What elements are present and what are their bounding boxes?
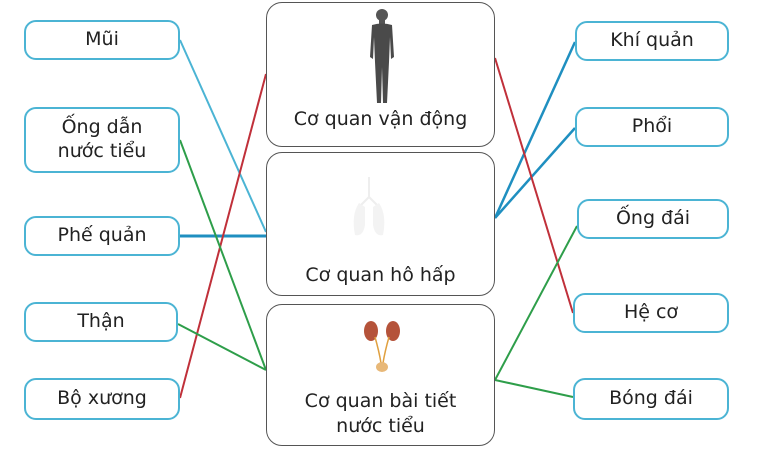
respiratory-organ-box: Cơ quan hô hấp: [266, 152, 495, 296]
human-body-icon: [370, 9, 394, 103]
respiratory-organ-label: Cơ quan hô hấp: [305, 264, 456, 286]
right-item-ong-dai[interactable]: Ống đái: [577, 199, 729, 239]
line-ongdai-urinary: [494, 225, 578, 381]
line-khiquan-respiratory: [493, 41, 577, 219]
lungs-icon: [353, 177, 385, 236]
left-item-than[interactable]: Thận: [24, 302, 178, 342]
urinary-organ-label: Cơ quan bài tiết nước tiểu: [304, 390, 457, 437]
left-item-bo-xuong[interactable]: Bộ xương: [24, 378, 180, 420]
right-item-phoi[interactable]: Phổi: [575, 107, 729, 147]
line-phoi-respiratory: [494, 127, 576, 219]
urinary-organ-box: Cơ quan bài tiết nước tiểu: [266, 304, 495, 446]
line-bongdai-urinary: [494, 379, 574, 398]
right-item-he-co[interactable]: Hệ cơ: [573, 293, 729, 333]
line-ongdan-urinary: [179, 139, 267, 371]
line-heco-movement: [494, 57, 574, 314]
kidneys-icon: [364, 321, 400, 372]
left-item-phe-quan[interactable]: Phế quản: [24, 216, 180, 256]
line-boxuong-movement: [179, 73, 267, 399]
right-item-khi-quan[interactable]: Khí quản: [575, 21, 729, 61]
line-than-urinary: [177, 323, 267, 371]
left-item-ong-dan-nuoc-tieu[interactable]: Ống dẫn nước tiểu: [24, 107, 180, 173]
line-mui-respiratory: [179, 39, 267, 233]
movement-organ-label: Cơ quan vận động: [293, 108, 468, 130]
movement-organ-box: Cơ quan vận động: [266, 2, 495, 147]
right-item-bong-dai[interactable]: Bóng đái: [573, 378, 729, 420]
left-item-mui[interactable]: Mũi: [24, 20, 180, 60]
